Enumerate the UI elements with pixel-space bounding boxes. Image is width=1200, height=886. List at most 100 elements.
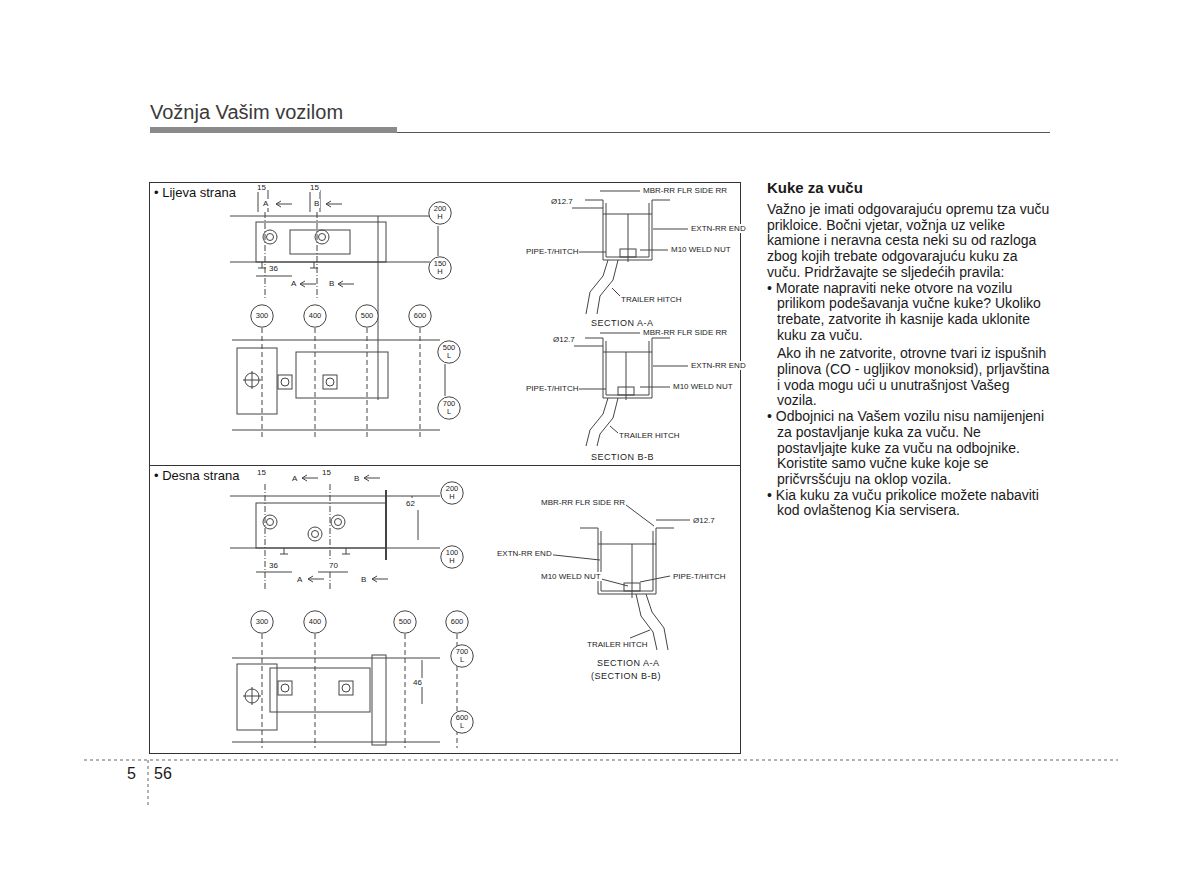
circle-outline: [409, 305, 431, 327]
grid-line: [367, 328, 368, 440]
section-arrow: [326, 201, 342, 207]
section-heading: Kuke za vuču: [767, 179, 863, 196]
nut-symbol: [278, 681, 292, 695]
frame-line: [232, 658, 440, 659]
bolt-hole: [312, 531, 319, 538]
grid-line: [262, 634, 263, 748]
leader-line: [578, 191, 688, 296]
bolt-hole: [335, 519, 342, 526]
grid-reference: 150 H: [432, 260, 448, 276]
bullet-item: • Morate napraviti neke otvore na vozilu…: [767, 281, 1050, 344]
grid-circle: 300: [250, 304, 274, 328]
nut-symbol: [326, 378, 334, 386]
grid-reference: 500: [359, 312, 375, 320]
frame-edge: [385, 490, 387, 560]
bolt-hole: [267, 234, 274, 241]
grid-circle: 500: [355, 304, 379, 328]
nut-symbol: [281, 684, 289, 692]
part-label: TRAILER HITCH: [618, 431, 680, 440]
bolt-line: [626, 352, 627, 400]
grid-circle: 700 L: [450, 644, 474, 668]
weld-symbol: [258, 262, 318, 268]
grid-line: [405, 634, 406, 748]
grid-line: [315, 328, 316, 440]
frame-line: [232, 430, 440, 431]
hole-symbol: [243, 687, 261, 705]
hitch-profile: [597, 398, 618, 446]
nut-symbol: [323, 375, 337, 389]
part-label: M10 WELD NUT: [670, 245, 732, 254]
grid-reference: 500: [397, 618, 413, 626]
dimension: Ø12.7: [552, 335, 576, 344]
page-number: 56: [154, 765, 172, 783]
circle-outline: [438, 341, 460, 363]
circle-outline: [441, 482, 463, 504]
dimension-line: [656, 520, 690, 521]
grid-reference: 400: [307, 312, 323, 320]
nut-symbol: [339, 681, 353, 695]
weld-symbol: [280, 548, 350, 554]
frame-line: [230, 216, 430, 217]
dimension-line: [572, 208, 603, 209]
footer-rule: [84, 760, 1118, 761]
grid-reference: 600 L: [454, 714, 470, 730]
grid-line: [262, 328, 263, 440]
grid-circle: 400: [303, 304, 327, 328]
grid-circle: 500: [393, 610, 417, 634]
frame-edge: [372, 655, 386, 745]
circle-outline: [251, 611, 273, 633]
channel-section: [580, 528, 674, 594]
weld-nut: [618, 387, 634, 395]
grid-circle: 600: [408, 304, 432, 328]
section-title: SECTION A-A: [590, 318, 655, 328]
grid-circle: 400: [303, 610, 327, 634]
part-label: PIPE-T/HITCH: [525, 247, 579, 256]
grid-reference: 700 L: [454, 648, 470, 664]
dimension: 36: [268, 561, 279, 570]
grid-reference: 200 H: [444, 485, 460, 501]
leader-line: [545, 502, 670, 638]
channel-section: [601, 531, 653, 591]
nut-symbol: [278, 375, 292, 389]
dimension: 15: [321, 468, 332, 477]
hitch-profile: [597, 260, 618, 314]
panel-label: • Lijeva strana: [150, 184, 240, 201]
circle-outline: [429, 257, 451, 279]
frame-line: [232, 340, 440, 341]
grid-circle: 200 H: [440, 481, 464, 505]
bolt-hole: [267, 519, 274, 526]
grid-reference: 300: [254, 618, 270, 626]
member-outline: [237, 664, 277, 730]
panel-label: • Desna strana: [150, 467, 243, 484]
bolt-hole: [308, 527, 322, 541]
grid-reference: 300: [254, 312, 270, 320]
dimension: Ø12.7: [550, 197, 574, 206]
section-mark: A: [262, 199, 269, 208]
circle-outline: [394, 611, 416, 633]
member-outline: [237, 348, 277, 414]
grid-circle: 150 H: [428, 256, 452, 280]
section-arrow: [364, 475, 380, 481]
circle-outline: [451, 711, 473, 733]
grid-reference: 700 L: [441, 400, 457, 416]
grid-circle: 500 L: [437, 340, 461, 364]
part-label: PIPE-T/HITCH: [525, 384, 579, 393]
right-drawing: [230, 475, 690, 748]
section-arrow: [302, 475, 318, 481]
section-title: SECTION B-B: [590, 452, 655, 462]
section-mark: B: [360, 575, 367, 584]
section-mark: A: [290, 279, 297, 288]
footer-divider: [148, 760, 149, 806]
weld-nut: [620, 249, 636, 257]
hole-symbol: [243, 371, 261, 389]
body-text: Važno je imati odgovarajuću opremu tza v…: [767, 202, 1050, 281]
body-text: Ako ih ne zatvorite, otrovne tvari iz is…: [777, 346, 1050, 409]
circle-outline: [441, 546, 463, 568]
dimension: 46: [412, 678, 423, 687]
dimension-line: [256, 572, 292, 573]
circle-outline: [251, 305, 273, 327]
dimension: 15: [256, 183, 267, 192]
frame-line: [230, 496, 440, 497]
dimension: 15: [309, 183, 320, 192]
